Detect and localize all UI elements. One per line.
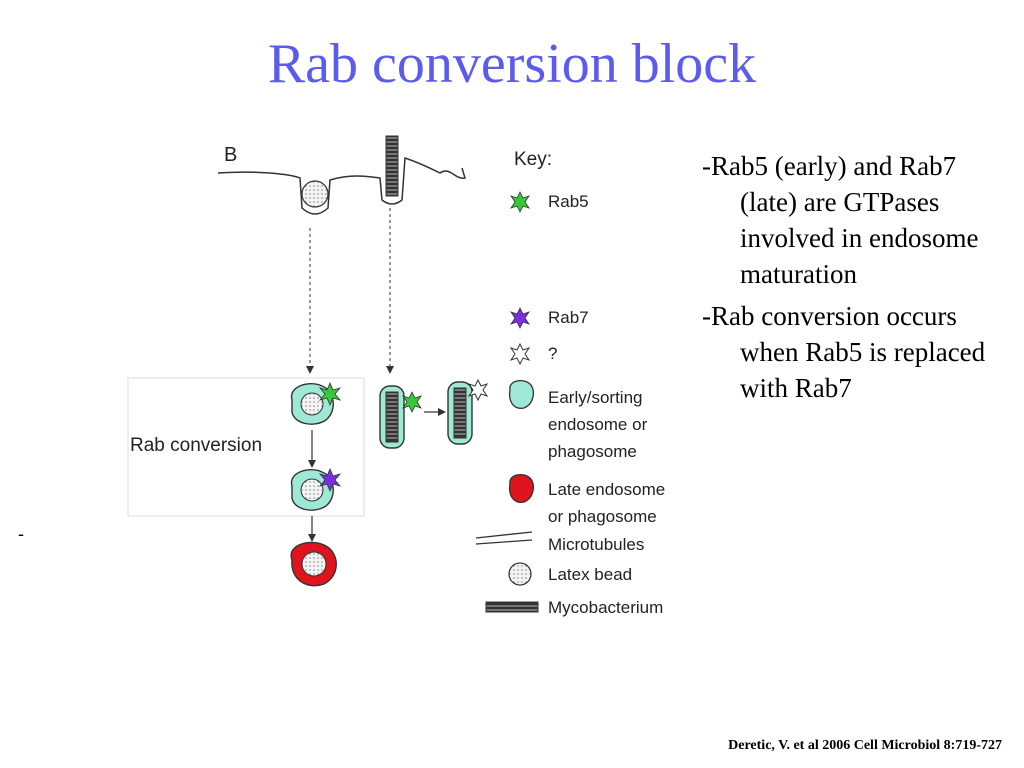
mycobacterium-icon	[485, 601, 539, 613]
rab-conversion-region	[127, 377, 365, 517]
rab7-marker-1	[318, 467, 342, 493]
key-label-early-2: endosome or	[548, 415, 648, 434]
bullet-item: -Rab5 (early) and Rab7 (late) are GTPase…	[702, 151, 979, 289]
star-green-icon	[510, 191, 530, 213]
bullet-list: -Rab5 (early) and Rab7 (late) are GTPase…	[702, 148, 1002, 412]
key-label-early-1: Early/sorting	[548, 388, 643, 407]
panel-label: B	[224, 144, 238, 166]
slide-title: Rab conversion block	[267, 33, 757, 95]
mycobacterium-surface	[385, 135, 399, 197]
bullet-item: -Rab conversion occurs when Rab5 is repl…	[702, 301, 986, 403]
key-label-late-2: or phagosome	[548, 507, 657, 526]
late-endosome-icon	[508, 473, 535, 503]
diagram-drawing	[127, 135, 539, 613]
stray-dash: -	[18, 524, 24, 544]
rab-conversion-label: Rab conversion	[130, 435, 263, 456]
early-endosome-icon	[508, 379, 535, 409]
microtubules-icon	[475, 531, 533, 539]
star-outline-icon	[509, 342, 531, 366]
star-purple-icon	[510, 307, 530, 329]
latex-bead-surface	[301, 180, 329, 208]
plasma-membrane	[217, 156, 466, 215]
latex-bead-icon	[508, 562, 532, 586]
key-label-early-3: phagosome	[548, 442, 637, 461]
rab5-marker-1	[318, 381, 342, 407]
key-title: Key:	[514, 149, 553, 170]
key-label-rab5: Rab5	[548, 192, 589, 211]
key-label-rab7: Rab7	[548, 308, 589, 327]
rab-conversion-diagram: B Rab conversion Key: Rab5 Rab7 ? Early/…	[120, 128, 700, 628]
unknown-marker	[467, 378, 489, 402]
key-label-unknown: ?	[548, 344, 558, 363]
key-label-mycobacterium: Mycobacterium	[548, 598, 664, 617]
key-label-latex-bead: Latex bead	[548, 565, 633, 584]
citation: Deretic, V. et al 2006 Cell Microbiol 8:…	[728, 738, 1002, 753]
key-label-late-1: Late endosome	[548, 480, 666, 499]
rab5-marker-2	[402, 391, 422, 413]
key-label-microtubules: Microtubules	[548, 535, 645, 554]
